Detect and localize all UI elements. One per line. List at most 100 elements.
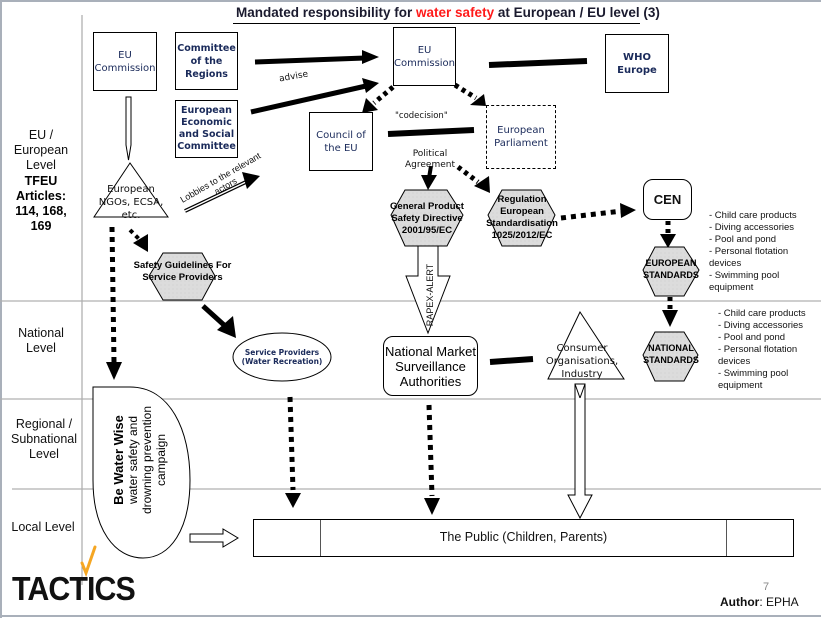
list-item: - Personal flotation xyxy=(709,246,789,257)
ngos-triangle xyxy=(93,162,169,218)
arrow-bewaterwise-to-public xyxy=(189,528,239,548)
list-item: - Diving accessories xyxy=(709,222,794,233)
node-who-europe[interactable]: WHO Europe xyxy=(605,34,669,93)
title-highlight: water safety xyxy=(416,5,495,20)
node-council-eu[interactable]: Council of the EU xyxy=(309,112,373,171)
list-item: equipment xyxy=(718,380,763,391)
title-underline xyxy=(233,23,640,24)
list-item: - Pool and pond xyxy=(709,234,777,245)
rapex-arrow xyxy=(405,245,451,335)
arrow-commission-to-council xyxy=(372,85,395,105)
arrowhead xyxy=(285,493,301,508)
arrow-ngos-to-bewaterwise xyxy=(109,226,117,363)
arrow-guidelines-to-service-providers xyxy=(201,304,226,327)
node-eu-commission-center[interactable]: EU Commission xyxy=(393,27,456,86)
edge-label-rapex: RAPEX-ALERT xyxy=(425,263,435,327)
lane-label-national: National Level xyxy=(18,326,64,355)
arrowhead xyxy=(242,172,260,189)
arrowhead xyxy=(133,234,148,252)
frame-border-bottom xyxy=(0,615,821,617)
arrowhead xyxy=(470,94,486,106)
be-water-wise-description: water safety and drowning prevention cam… xyxy=(126,405,168,515)
arrow-commission-to-ngos xyxy=(125,96,132,161)
tactics-logo: TACTICS xyxy=(12,570,136,607)
node-eesc[interactable]: European Economic and Social Committee xyxy=(175,100,238,158)
european-standards-list: - Child care products - Diving accessori… xyxy=(709,210,797,294)
frame-border-left xyxy=(0,0,2,618)
gpsd-hexagon xyxy=(390,189,464,247)
arrow-cor-to-commission xyxy=(254,55,366,65)
tactics-check-icon xyxy=(80,545,97,578)
national-standards-hexagon xyxy=(642,331,699,382)
node-consumer-organisations[interactable]: Consumer Organisations, Industry xyxy=(545,343,619,380)
tfeu-articles: TFEU Articles: 114, 168, 169 xyxy=(15,174,67,233)
title-prefix: Mandated responsibility for xyxy=(236,5,417,20)
lane-label-regional: Regional / Subnational Level xyxy=(10,417,78,461)
author-value: : EPHA xyxy=(759,595,799,609)
frame-border-top xyxy=(0,0,821,2)
arrow-consumer-to-public xyxy=(567,383,593,520)
node-european-standards[interactable]: EUROPEAN STANDARDS xyxy=(643,258,699,280)
regulation-hexagon xyxy=(487,189,556,247)
node-cen[interactable]: CEN xyxy=(643,179,692,220)
list-item: - Swimming pool xyxy=(718,368,789,379)
node-eu-commission-left[interactable]: EU Commission xyxy=(93,32,157,91)
arrow-eesc-to-commission xyxy=(250,83,367,115)
list-item: - Swimming pool xyxy=(709,270,780,281)
arrowhead xyxy=(421,175,437,190)
node-regulation-standardisation[interactable]: Regulation European Standardisation 1025… xyxy=(486,194,558,241)
arrowhead xyxy=(362,78,379,93)
author-credit: Author: EPHA xyxy=(720,595,799,609)
link-commission-who xyxy=(488,58,588,68)
node-gpsd[interactable]: General Product Safety Directive 2001/95… xyxy=(390,201,464,236)
arrowhead xyxy=(660,234,676,248)
node-public[interactable]: The Public (Children, Parents) xyxy=(253,519,794,557)
arrow-commission-to-parliament xyxy=(453,82,478,101)
arrowhead xyxy=(662,310,678,327)
link-codecision xyxy=(387,127,475,137)
node-market-surveillance[interactable]: National Market Surveillance Authorities xyxy=(383,336,478,396)
list-item: - Pool and pond xyxy=(718,332,786,343)
national-standards-list: - Child care products - Diving accessori… xyxy=(718,308,806,392)
list-item: - Child care products xyxy=(718,308,806,319)
arrow-lobbies-inner xyxy=(184,180,249,212)
list-item: - Personal flotation xyxy=(718,344,798,355)
public-divider-left xyxy=(320,520,321,556)
public-divider-right xyxy=(726,520,727,556)
node-national-standards[interactable]: NATIONAL STANDARDS xyxy=(643,343,699,365)
list-item: devices xyxy=(709,258,742,269)
arrow-consumer-inner xyxy=(574,383,581,399)
node-be-water-wise[interactable]: Be Water Wise water safety and drowning … xyxy=(100,400,180,520)
title-suffix: at European / EU level (3) xyxy=(494,5,660,20)
edge-label-codecision: "codecision" xyxy=(395,111,448,121)
be-water-wise-title: Be Water Wise xyxy=(111,415,126,505)
arrowhead xyxy=(620,203,636,218)
node-safety-guidelines[interactable]: Safety Guidelines For Service Providers xyxy=(133,260,232,283)
arrow-consumer-inner xyxy=(579,383,586,399)
author-label: Author xyxy=(720,595,760,609)
arrowhead xyxy=(362,50,379,64)
node-european-ngos[interactable]: European NGOs, ECSA, etc. xyxy=(98,184,164,221)
node-european-parliament[interactable]: European Parliament xyxy=(486,105,556,169)
arrow-ngos-to-guidelines xyxy=(128,228,142,242)
arrowhead xyxy=(424,498,440,515)
node-service-providers[interactable]: Service Providers (Water Recreation) xyxy=(241,348,323,366)
arrow-regulation-to-cen xyxy=(560,208,623,221)
page-title: Mandated responsibility for water safety… xyxy=(236,5,660,20)
edge-label-political-agreement: Political Agreement xyxy=(405,149,455,170)
list-item: devices xyxy=(718,356,751,367)
list-item: - Child care products xyxy=(709,210,797,221)
node-committee-regions[interactable]: Committee of the Regions xyxy=(175,32,238,90)
safety-guidelines-hexagon xyxy=(148,252,216,301)
consumer-triangle xyxy=(547,310,625,380)
lane-label-local: Local Level xyxy=(11,520,75,534)
arrow-msa-to-public xyxy=(426,404,435,497)
list-item: - Diving accessories xyxy=(718,320,803,331)
page-number: 7 xyxy=(763,581,770,593)
arrowhead xyxy=(106,362,122,380)
arrowhead xyxy=(362,98,378,113)
arrow-service-providers-to-public xyxy=(287,396,296,491)
arrow-agreement-to-regulation xyxy=(456,165,480,184)
list-item: equipment xyxy=(709,282,754,293)
